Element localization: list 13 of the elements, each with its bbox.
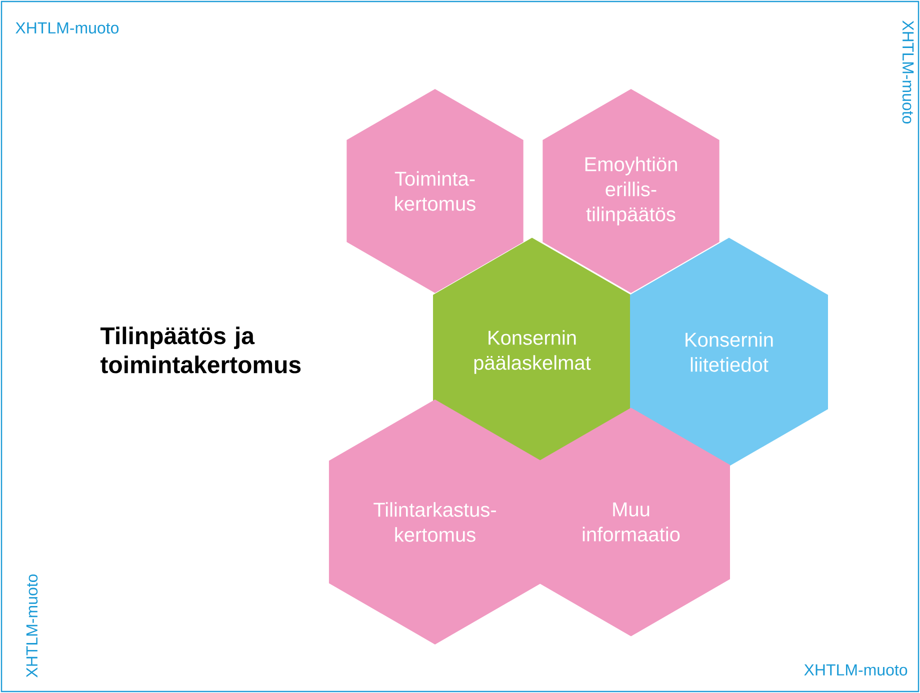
format-label: XHTLM-muoto [902,20,914,124]
format-label: XHTLM-muoto [26,574,38,678]
hexagon: Toiminta- kertomus [346,89,524,293]
node-label: Tilintarkastus- kertomus [374,502,496,542]
format-label: XHTLM-muoto [804,664,908,676]
hexagon: Konsernin liitetiedot [630,238,828,466]
hexagon: Emoyhtiön erillis- tilinpäätös [542,89,720,293]
node-label: Muu informaatio [582,502,680,542]
hexagon: Konsernin päälaskelmat [433,238,631,466]
hexagon: Tilintarkastus- kertomus [328,400,542,644]
hexagon: Muu informaatio [532,408,730,636]
heading: Tilinpäätös ja toimintakertomus [100,326,301,374]
format-label: XHTLM-muoto [16,22,119,34]
